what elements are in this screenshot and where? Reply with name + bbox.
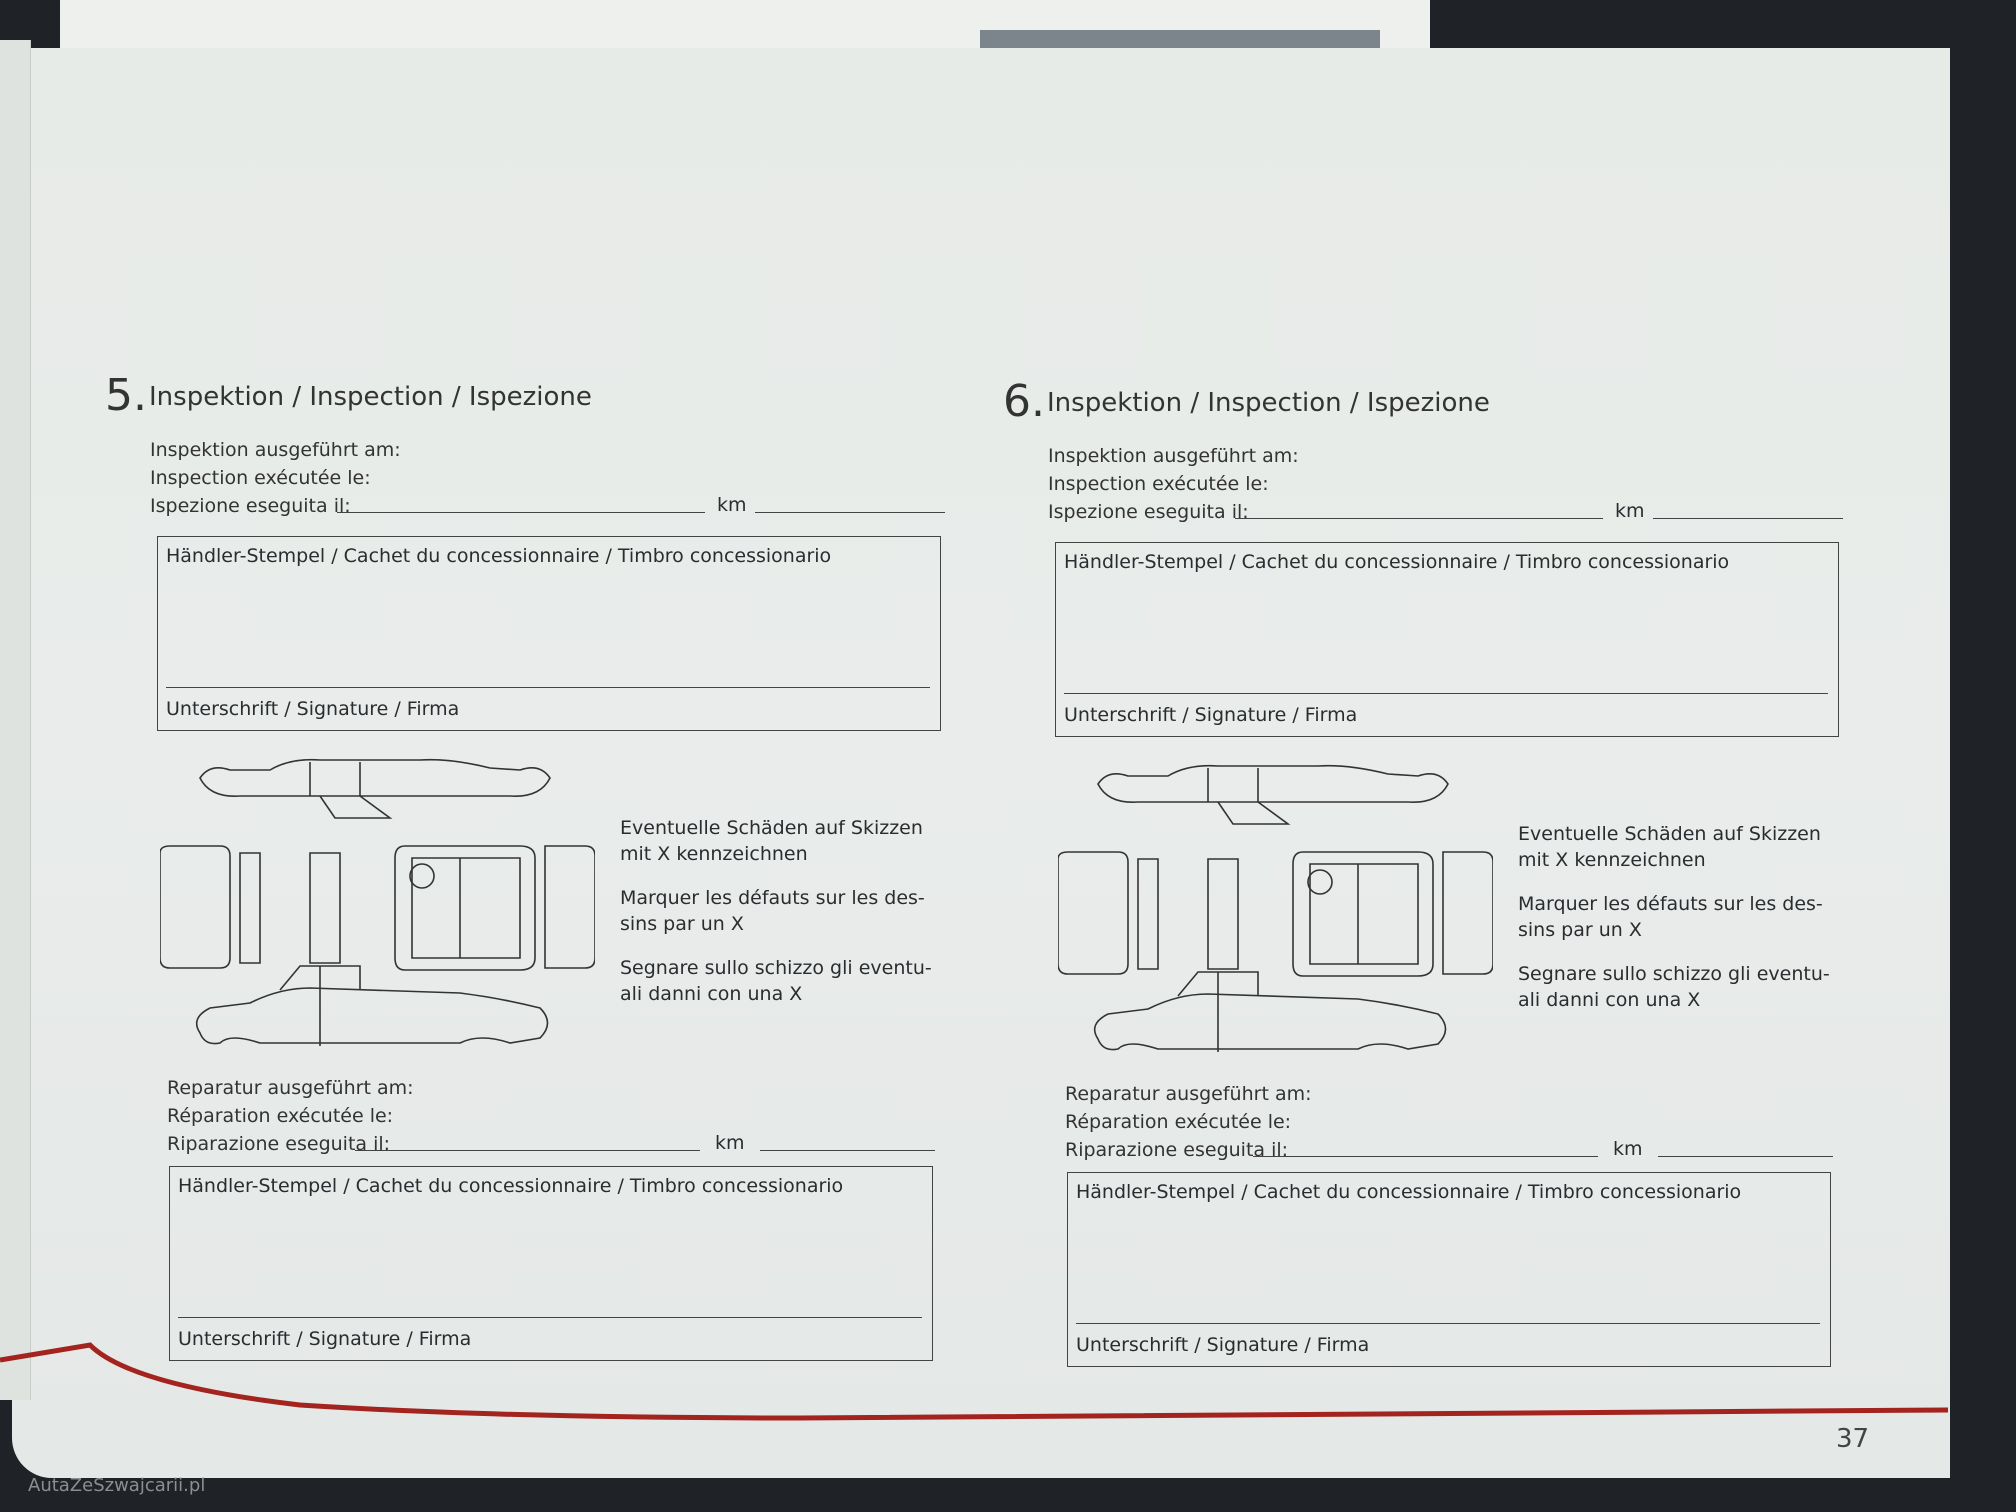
repair-km-label: km: [1613, 1138, 1643, 1160]
booklet-page: [12, 48, 1950, 1478]
repair-date-field[interactable]: [1253, 1156, 1598, 1157]
damage-instructions: Eventuelle Schäden auf Skizzen mit X ken…: [620, 815, 940, 1025]
inspection-date-field[interactable]: [337, 512, 705, 513]
repair-box-heading: Händler-Stempel / Cachet du concessionna…: [1076, 1181, 1742, 1203]
repair-date-field[interactable]: [355, 1150, 700, 1151]
repair-signature-label: Unterschrift / Signature / Firma: [178, 1328, 472, 1350]
repair-date-label-de: Reparatur ausgeführt am:: [1065, 1083, 1312, 1105]
signature-line: [166, 687, 930, 688]
repair-date-label-it: Riparazione eseguita il:: [1065, 1139, 1289, 1161]
repair-signature-line: [1076, 1323, 1820, 1324]
stamp-box-heading: Händler-Stempel / Cachet du concessionna…: [1064, 551, 1730, 573]
instruction-fr: Marquer les défauts sur les des-sins par…: [1518, 893, 1823, 941]
car-damage-sketch[interactable]: [1058, 764, 1493, 1054]
km-label: km: [1615, 500, 1645, 522]
signature-label: Unterschrift / Signature / Firma: [166, 698, 460, 720]
repair-signature-label: Unterschrift / Signature / Firma: [1076, 1334, 1370, 1356]
instruction-de: Eventuelle Schäden auf Skizzen mit X ken…: [620, 817, 923, 865]
inspection-section: 6. Inspektion / Inspection / Ispezione I…: [1003, 376, 1863, 1376]
repair-km-field[interactable]: [760, 1150, 935, 1151]
page-number: 37: [1836, 1424, 1870, 1454]
section-title: Inspektion / Inspection / Ispezione: [149, 382, 592, 412]
repair-date-label-it: Riparazione eseguita il:: [167, 1133, 391, 1155]
section-number: 6.: [1003, 376, 1045, 427]
dealer-stamp-box[interactable]: Händler-Stempel / Cachet du concessionna…: [157, 536, 941, 731]
repair-date-label-fr: Réparation exécutée le:: [1065, 1111, 1292, 1133]
inspection-section: 5. Inspektion / Inspection / Ispezione I…: [105, 370, 965, 1370]
repair-stamp-box[interactable]: Händler-Stempel / Cachet du concessionna…: [1067, 1172, 1831, 1367]
instruction-it: Segnare sullo schizzo gli eventu-ali dan…: [620, 957, 932, 1005]
section-number: 5.: [105, 370, 147, 421]
km-label: km: [717, 494, 747, 516]
inspection-date-label-it: Ispezione eseguita il:: [1048, 501, 1249, 523]
car-damage-sketch[interactable]: [160, 758, 595, 1048]
section-title: Inspektion / Inspection / Ispezione: [1047, 388, 1490, 418]
inspection-date-label-fr: Inspection exécutée le:: [150, 467, 371, 489]
repair-stamp-box[interactable]: Händler-Stempel / Cachet du concessionna…: [169, 1166, 933, 1361]
stamp-box-heading: Händler-Stempel / Cachet du concessionna…: [166, 545, 832, 567]
signature-label: Unterschrift / Signature / Firma: [1064, 704, 1358, 726]
repair-date-label-fr: Réparation exécutée le:: [167, 1105, 394, 1127]
inspection-date-label-de: Inspektion ausgeführt am:: [1048, 445, 1299, 467]
watermark: AutaZeSzwajcarii.pl: [28, 1475, 206, 1496]
km-field[interactable]: [1653, 518, 1843, 519]
instruction-it: Segnare sullo schizzo gli eventu-ali dan…: [1518, 963, 1830, 1011]
dealer-stamp-box[interactable]: Händler-Stempel / Cachet du concessionna…: [1055, 542, 1839, 737]
repair-km-label: km: [715, 1132, 745, 1154]
inspection-date-label-de: Inspektion ausgeführt am:: [150, 439, 401, 461]
repair-signature-line: [178, 1317, 922, 1318]
km-field[interactable]: [755, 512, 945, 513]
inspection-date-field[interactable]: [1235, 518, 1603, 519]
repair-date-label-de: Reparatur ausgeführt am:: [167, 1077, 414, 1099]
inspection-date-label-fr: Inspection exécutée le:: [1048, 473, 1269, 495]
damage-instructions: Eventuelle Schäden auf Skizzen mit X ken…: [1518, 821, 1838, 1031]
instruction-de: Eventuelle Schäden auf Skizzen mit X ken…: [1518, 823, 1821, 871]
repair-box-heading: Händler-Stempel / Cachet du concessionna…: [178, 1175, 844, 1197]
repair-km-field[interactable]: [1658, 1156, 1833, 1157]
inspection-date-label-it: Ispezione eseguita il:: [150, 495, 351, 517]
instruction-fr: Marquer les défauts sur les des-sins par…: [620, 887, 925, 935]
signature-line: [1064, 693, 1828, 694]
page-fold: [0, 40, 31, 1400]
